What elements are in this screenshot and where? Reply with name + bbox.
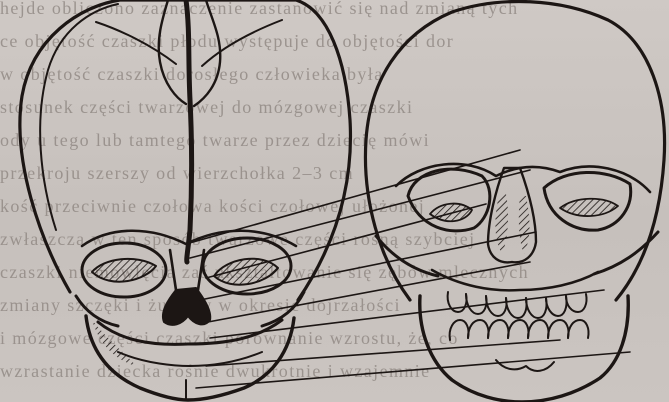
infant-mandible-hatch <box>92 320 136 366</box>
adult-upper-teeth <box>448 292 587 318</box>
infant-skull <box>20 0 351 400</box>
adult-maxilla <box>432 270 598 290</box>
proportion-line <box>206 204 486 278</box>
infant-right-orbit <box>203 238 291 294</box>
adult-mandible <box>420 296 628 402</box>
infant-mandible <box>86 316 294 400</box>
proportion-line <box>190 170 530 258</box>
adult-zygomatic-arches <box>376 232 658 276</box>
adult-right-orbit <box>544 172 631 230</box>
adult-lower-teeth <box>450 320 589 340</box>
infant-left-orbit <box>82 243 166 297</box>
infant-frontal-suture <box>186 0 192 262</box>
proportion-line <box>196 352 630 388</box>
adult-nasal-hatch <box>495 194 529 254</box>
infant-nasal-cavity <box>163 288 210 325</box>
